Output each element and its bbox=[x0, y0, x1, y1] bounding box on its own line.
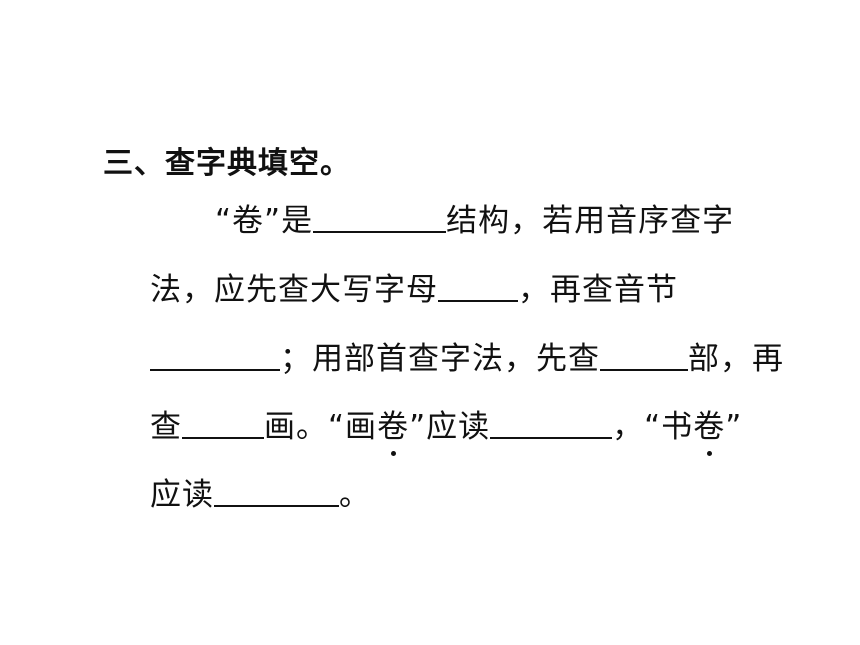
question-line-5: 应读 。 bbox=[150, 475, 371, 515]
text-segment: 画。“画 bbox=[264, 409, 378, 445]
blank-structure[interactable] bbox=[313, 201, 447, 233]
blank-pronunciation-2[interactable] bbox=[214, 475, 339, 507]
dotted-character: 卷 bbox=[693, 409, 726, 456]
text-segment: ”应读 bbox=[409, 409, 491, 445]
dotted-character: 卷 bbox=[377, 409, 410, 456]
text-segment: ；用部首查字法，先查 bbox=[280, 341, 600, 377]
blank-capital-letter[interactable] bbox=[438, 270, 518, 302]
question-line-2: 法，应先查大写字母 ，再查音节 bbox=[150, 270, 678, 310]
text-segment: ” bbox=[725, 409, 743, 445]
text-segment: 。 bbox=[339, 477, 371, 513]
section-heading: 三、查字典填空。 bbox=[103, 146, 351, 181]
text-segment: 结构，若用音序查字 bbox=[446, 203, 735, 239]
text-segment: ，再查音节 bbox=[518, 272, 678, 308]
text-segment: 应读 bbox=[150, 477, 214, 513]
text-segment: 查 bbox=[150, 409, 182, 445]
text-segment: ，“书 bbox=[612, 409, 694, 445]
text-segment: “卷”是 bbox=[215, 203, 314, 239]
question-line-3: ；用部首查字法，先查 部，再 bbox=[150, 339, 784, 379]
blank-pronunciation-1[interactable] bbox=[490, 407, 613, 439]
blank-radical[interactable] bbox=[600, 339, 688, 371]
blank-syllable[interactable] bbox=[150, 339, 280, 371]
text-segment: 部，再 bbox=[688, 341, 784, 377]
question-line-1: “卷”是 结构，若用音序查字 bbox=[215, 201, 734, 241]
text-segment: 法，应先查大写字母 bbox=[150, 272, 438, 308]
question-line-4: 查画。“画卷”应读，“书卷” bbox=[150, 407, 743, 456]
blank-stroke-count[interactable] bbox=[182, 407, 264, 439]
